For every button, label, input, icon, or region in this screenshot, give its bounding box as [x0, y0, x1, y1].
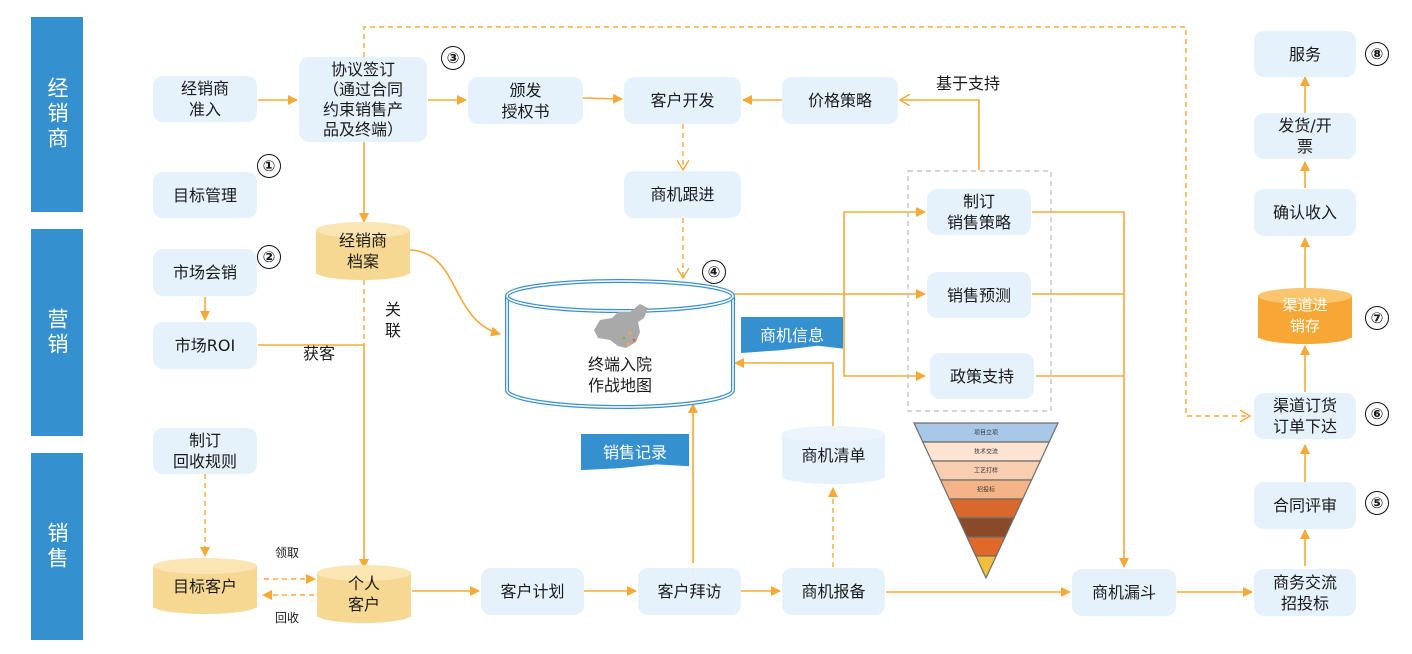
- step-number-3: ③: [441, 46, 465, 70]
- node-opportunity-funnel[interactable]: 商机漏斗: [1072, 569, 1176, 616]
- node-policy-support[interactable]: 政策支持: [930, 353, 1034, 399]
- funnel-stage-label: 项目立项: [974, 429, 998, 437]
- tag-sales-record: 销售记录: [581, 434, 689, 471]
- funnel-stage-7: [966, 536, 1006, 557]
- terminal-map-cylinder: [505, 279, 735, 409]
- node-customer-visit[interactable]: 客户拜访: [638, 568, 741, 615]
- lane-dealer: 经销商: [31, 17, 83, 212]
- edge-list-map: [734, 358, 834, 426]
- funnel-stage-8: [974, 555, 998, 580]
- node-opportunity-report[interactable]: 商机报备: [782, 568, 885, 615]
- strategy-group-frame: [907, 170, 1052, 412]
- step-number-2: ②: [257, 245, 281, 269]
- label-recycle: 回收: [275, 611, 300, 625]
- node-sales-forecast[interactable]: 销售预测: [927, 272, 1031, 318]
- label-based-support: 基于支持: [936, 74, 1001, 93]
- funnel-stage-label: 招投标: [977, 486, 995, 494]
- node-opportunity-followup[interactable]: 商机跟进: [624, 171, 741, 218]
- node-opportunity-list-label: 商机清单: [801, 445, 866, 465]
- node-personal-customers[interactable]: 个人 客户: [317, 565, 411, 623]
- edge-agreement-channel-order: [363, 26, 1250, 416]
- node-customer-plan[interactable]: 客户计划: [481, 568, 584, 615]
- node-terminal-map-label[interactable]: 终端入院 作战地图: [587, 355, 652, 395]
- step-number-6: ⑥: [1365, 402, 1389, 426]
- node-channel-inventory-label: 渠道进 销存: [1282, 296, 1328, 335]
- node-agreement[interactable]: 协议签订 （通过合同 约束销售产 品及终端）: [299, 57, 427, 142]
- step-number-7: ⑦: [1365, 306, 1389, 330]
- node-recycle-rules[interactable]: 制订 回收规则: [153, 428, 257, 474]
- node-price-strategy[interactable]: 价格策略: [782, 77, 898, 124]
- node-business-bidding[interactable]: 商务交流 招投标: [1254, 569, 1356, 616]
- funnel-stage-5: [948, 498, 1024, 519]
- node-personal-customers-label: 个人 客户: [347, 574, 380, 614]
- step-number-4: ④: [702, 260, 726, 284]
- step-number-8: ⑧: [1365, 42, 1389, 66]
- edge-map-strategy: [843, 207, 926, 294]
- node-dealer-admission[interactable]: 经销商 准入: [153, 76, 257, 122]
- node-dealer-archive[interactable]: 经销商 档案: [316, 222, 410, 280]
- node-contract-review[interactable]: 合同评审: [1254, 482, 1356, 529]
- node-market-event[interactable]: 市场会销: [153, 249, 257, 296]
- funnel-stage-6: [957, 517, 1015, 538]
- node-confirm-revenue[interactable]: 确认收入: [1254, 189, 1356, 236]
- funnel-stage-label: 技术交流: [974, 448, 998, 456]
- node-dealer-archive-label: 经销商 档案: [338, 231, 387, 271]
- lane-sales: 销售: [31, 453, 83, 640]
- node-opportunity-list[interactable]: 商机清单: [782, 426, 885, 484]
- label-association: 关 联: [385, 300, 402, 340]
- node-target-customers-label: 目标客户: [172, 576, 237, 596]
- label-acquire-customers: 获客: [303, 344, 336, 363]
- edge-support-price: [900, 100, 980, 170]
- node-sales-strategy[interactable]: 制订 销售策略: [927, 189, 1031, 235]
- edge-strategy-funnel: [1032, 211, 1129, 568]
- node-channel-order[interactable]: 渠道订货 订单下达: [1254, 393, 1356, 439]
- node-issue-authorization[interactable]: 颁发 授权书: [468, 77, 583, 124]
- node-market-roi[interactable]: 市场ROI: [153, 322, 257, 369]
- label-claim: 领取: [275, 546, 300, 560]
- edge-authorization-development: [582, 93, 623, 104]
- node-ship-invoice[interactable]: 发货/开 票: [1254, 113, 1356, 159]
- step-number-1: ①: [257, 154, 281, 178]
- node-customer-development[interactable]: 客户开发: [624, 77, 741, 124]
- node-target-management[interactable]: 目标管理: [153, 172, 257, 218]
- node-target-customers[interactable]: 目标客户: [153, 558, 257, 614]
- lane-marketing: 营销: [31, 229, 83, 436]
- edge-map-policy: [843, 294, 926, 381]
- step-number-5: ⑤: [1365, 491, 1389, 515]
- china-map-icon: [594, 304, 648, 348]
- funnel-stage-label: 工艺打样: [974, 467, 998, 475]
- node-service[interactable]: 服务: [1254, 31, 1356, 77]
- node-channel-inventory[interactable]: 渠道进 销存: [1258, 288, 1352, 344]
- edge-archive-map: [409, 249, 501, 337]
